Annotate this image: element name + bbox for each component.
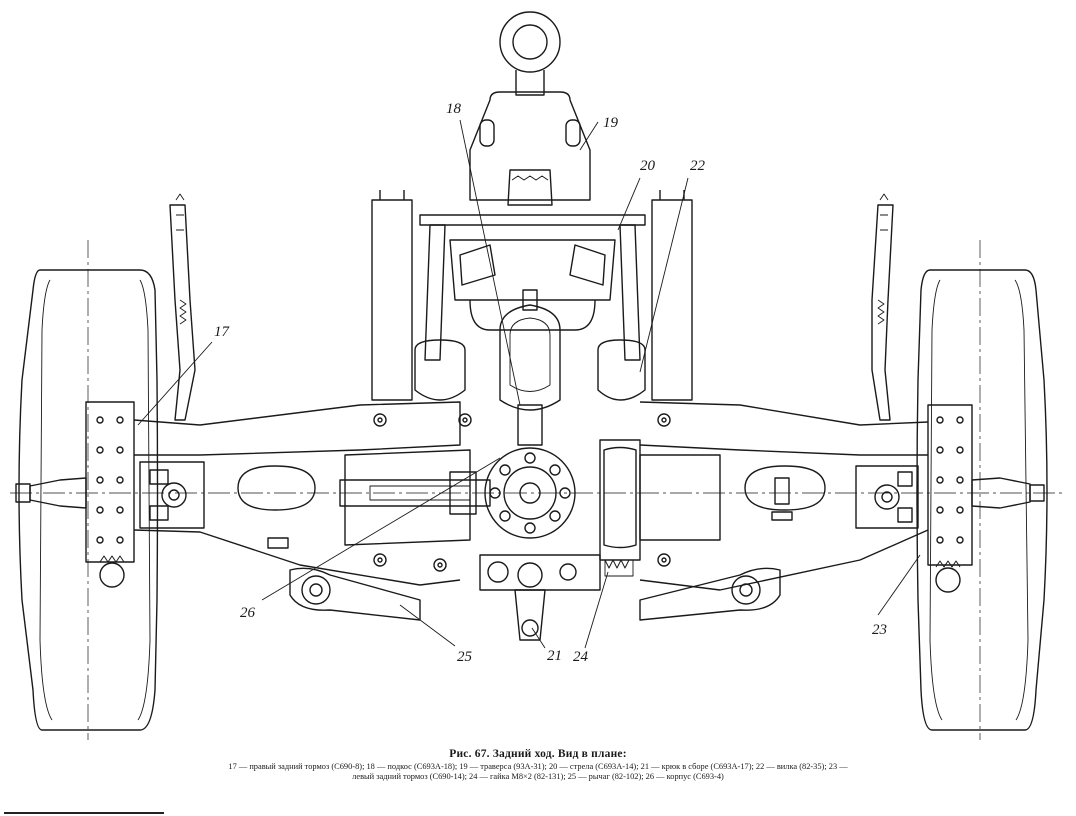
callout-labels: 17 18 19 20 21 22 23 24 25 26 bbox=[214, 101, 887, 665]
spring-brackets bbox=[139, 461, 919, 529]
caption-legend: 17 — правый задний тормоз (С690-8); 18 —… bbox=[108, 762, 968, 782]
callout-23: 23 bbox=[872, 622, 887, 638]
right-wheel bbox=[916, 240, 1048, 740]
left-hub bbox=[15, 401, 135, 588]
page-edge-rule bbox=[4, 812, 164, 814]
brace-and-fork bbox=[414, 289, 646, 446]
callout-25: 25 bbox=[457, 649, 473, 665]
callout-20: 20 bbox=[640, 158, 656, 174]
figure-caption: Рис. 67. Задний ход. Вид в плане: 17 — п… bbox=[0, 748, 1076, 782]
callout-18: 18 bbox=[446, 101, 462, 117]
callout-24: 24 bbox=[573, 649, 589, 665]
callout-21: 21 bbox=[547, 648, 562, 664]
axle-beam bbox=[133, 401, 929, 591]
towing-eye bbox=[469, 11, 591, 206]
traverse bbox=[449, 239, 616, 331]
leader-lines bbox=[137, 119, 921, 649]
caption-legend-line-1: 17 — правый задний тормоз (С690-8); 18 —… bbox=[228, 762, 848, 771]
rear-axle-plan-drawing: 17 18 19 20 21 22 23 24 25 26 bbox=[10, 11, 1066, 740]
callout-26: 26 bbox=[240, 605, 256, 621]
hook-assembly bbox=[479, 554, 634, 641]
central-housing bbox=[339, 439, 721, 561]
bolts bbox=[267, 413, 793, 572]
callout-19: 19 bbox=[603, 115, 619, 131]
left-wheel bbox=[18, 240, 159, 740]
caption-legend-line-2: левый задний тормоз (С690-14); 24 — гайк… bbox=[352, 772, 724, 781]
callout-22: 22 bbox=[690, 158, 706, 174]
brake-rods bbox=[169, 193, 894, 421]
right-hub bbox=[927, 404, 1045, 593]
callout-17: 17 bbox=[214, 324, 231, 340]
frame-struts bbox=[371, 190, 693, 401]
caption-title: Рис. 67. Задний ход. Вид в плане: bbox=[449, 748, 627, 760]
